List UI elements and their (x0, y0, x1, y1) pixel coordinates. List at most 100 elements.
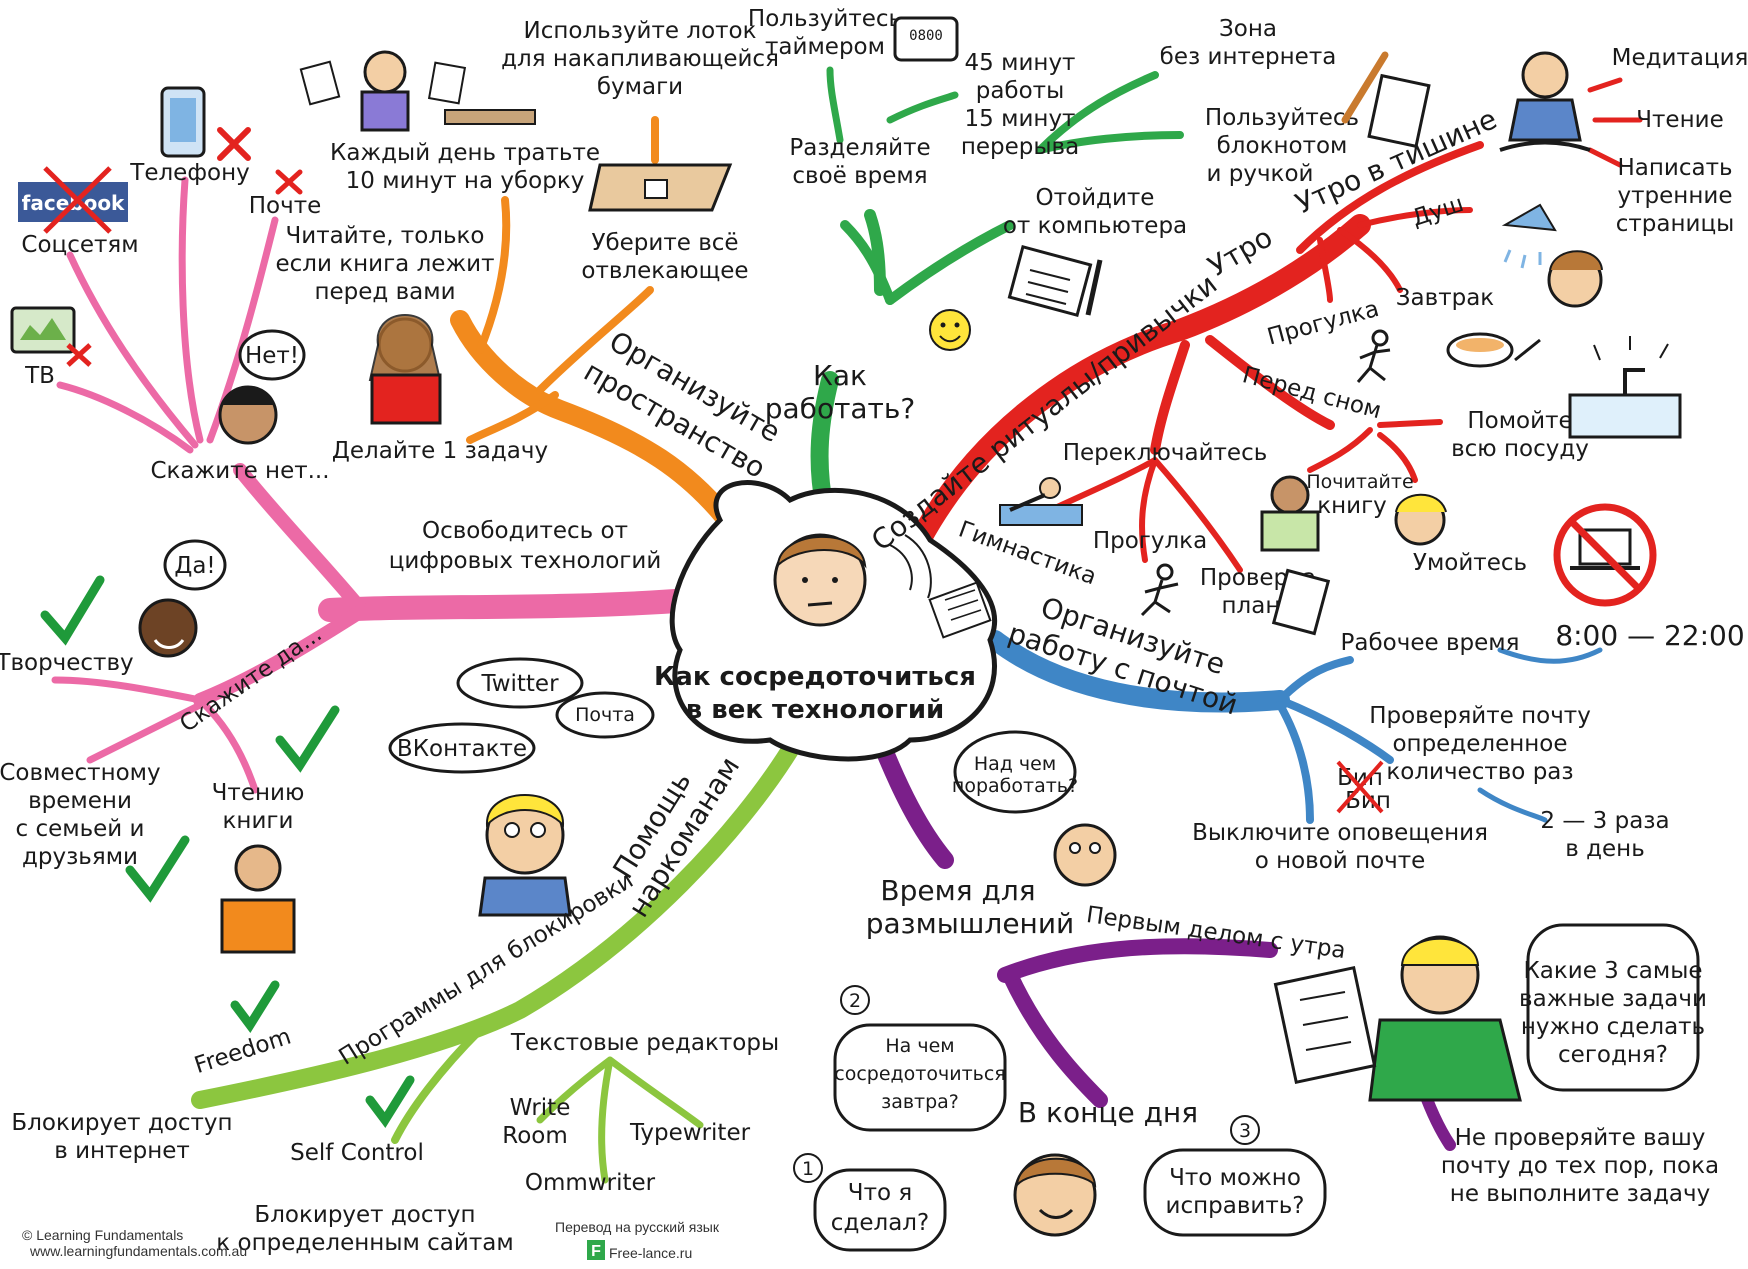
q3-text-4: сегодня? (1558, 1042, 1668, 1068)
reading-person-avatar (220, 844, 296, 954)
vk-text: ВКонтакте (397, 736, 527, 762)
green-fork (1036, 71, 1184, 154)
smiling-person-avatar (138, 598, 198, 658)
tray-label-3: бумаги (597, 74, 683, 100)
check-icon (365, 1075, 415, 1128)
switch-label: Переключайтесь (1063, 440, 1268, 466)
pink-family (86, 701, 204, 764)
blue-branch (985, 630, 1603, 824)
reading-girl-avatar (368, 314, 442, 425)
pink-creativity (51, 676, 204, 704)
check-label-3: количество раз (1386, 759, 1573, 785)
walk2-label: Прогулка (1093, 528, 1207, 554)
shower-label: Душ (1409, 191, 1467, 232)
smiley-icon (929, 309, 971, 351)
blue-worktime (1276, 656, 1354, 704)
cleanup-label-1: Каждый день тратьте (330, 140, 600, 166)
blue-notify (1276, 701, 1314, 824)
green-branch (810, 66, 1184, 519)
say-yes-label: Скажите да... (175, 621, 326, 738)
lime-editors (536, 1056, 704, 1184)
purple-morning (997, 938, 1278, 983)
red-shower (1357, 207, 1473, 228)
copyright-url: www.learningfundamentals.com.au (29, 1243, 247, 1259)
notebook-label-3: и ручкой (1207, 161, 1314, 187)
green-minutes (886, 91, 959, 124)
pink-to-sayno (233, 463, 367, 615)
sc-desc-2: к определенным сайтам (216, 1230, 513, 1256)
beep-crossed-icon: Бип Бип (1336, 760, 1391, 814)
green-title-line2: работать? (765, 392, 915, 425)
reading-label-1: Чтению (212, 780, 305, 806)
pink-title-line1: Освободитесь от (422, 518, 628, 544)
red-quiet (1296, 141, 1484, 254)
stressed-person-hair (776, 535, 867, 569)
times-label-2: в день (1565, 836, 1645, 862)
minutes-label-3: 15 минут (965, 106, 1076, 132)
notebook-label-2: блокнотом (1217, 133, 1348, 159)
family-label-3: с семьей и (15, 816, 144, 842)
divide-label-2: своё время (792, 163, 927, 189)
family-label-4: друзьями (22, 844, 138, 870)
red-branch (909, 77, 1643, 573)
one-task-label: Делайте 1 задачу (332, 438, 548, 464)
freedom-desc-1: Блокирует доступ (11, 1110, 232, 1136)
refusing-person-avatar (218, 385, 278, 445)
reading-label-2: книги (223, 808, 294, 834)
pink-branch (51, 176, 702, 794)
red-arrow-wash (1377, 432, 1418, 483)
thinking-person-avatar (1053, 823, 1117, 887)
q3-text-1: Какие 3 самые (1523, 958, 1702, 984)
vk-cloud-bubble: ВКонтакте (388, 722, 536, 774)
anxious-person-avatar (478, 794, 572, 917)
work-time-label: Рабочее время (1341, 630, 1520, 656)
cleanup-label-2: 10 минут на уборку (346, 168, 585, 194)
number-3: 3 (1239, 1120, 1251, 1142)
tray-label-2: для накапливающейся (501, 46, 779, 72)
center-title-line2: в век технологий (686, 695, 945, 725)
mail-cross-icon (275, 169, 303, 195)
did-speech-bubble: Что я сделал? (813, 1168, 947, 1252)
remove-label-1: Уберите всё (591, 230, 738, 256)
hours-label: 8:00 — 22:00 (1555, 619, 1744, 652)
read-label-3: перед вами (314, 279, 455, 305)
red-switch (1150, 340, 1190, 455)
red-arrow-book (1307, 427, 1373, 473)
freedom-desc-2: в интернет (54, 1138, 190, 1164)
reading-label: Чтение (1636, 107, 1723, 133)
yes-bubble-text: Да! (174, 553, 215, 579)
washing-woman-avatar (1547, 250, 1603, 308)
reading-kid-avatar (1260, 475, 1320, 552)
noise-lines (889, 534, 932, 599)
wash-label: Умойтесь (1413, 550, 1527, 576)
copyright-text: © Learning Fundamentals (22, 1227, 183, 1243)
red-walk (1317, 237, 1333, 303)
facebook-logo-icon: facebook (18, 166, 128, 234)
orange-remove (536, 286, 654, 394)
tv-icon (10, 306, 92, 367)
check-icon (125, 835, 190, 903)
mail-cloud-text: Почта (575, 704, 635, 726)
meditating-person-avatar (1499, 51, 1591, 152)
focus-text-2: сосредоточиться (834, 1063, 1005, 1085)
minutes-label-2: работы (976, 78, 1065, 104)
number-1: 1 (802, 1158, 814, 1180)
phones-label: Телефону (129, 160, 249, 186)
fix-speech-bubble: Что можно исправить? (1143, 1148, 1327, 1237)
sink-icon (1568, 336, 1682, 439)
lime-branch (191, 741, 799, 1184)
remove-label-2: отвлекающее (581, 258, 748, 284)
divide-label-1: Разделяйте (789, 135, 930, 161)
blond-person-avatar (1394, 493, 1447, 546)
eye-right (832, 577, 838, 583)
timer-display: 0800 (909, 28, 943, 44)
green-timer (826, 66, 844, 144)
reflecting-person-avatar (1013, 1153, 1097, 1237)
read-book-label-2: книгу (1317, 493, 1387, 519)
ommwriter-label: Ommwriter (525, 1170, 656, 1196)
times-label-1: 2 — 3 раза (1540, 808, 1669, 834)
stretching-person-icon (999, 477, 1083, 526)
freelance-logo-icon: F (587, 1240, 605, 1260)
pink-tv (56, 381, 194, 454)
purple-endday (1002, 967, 1108, 1108)
